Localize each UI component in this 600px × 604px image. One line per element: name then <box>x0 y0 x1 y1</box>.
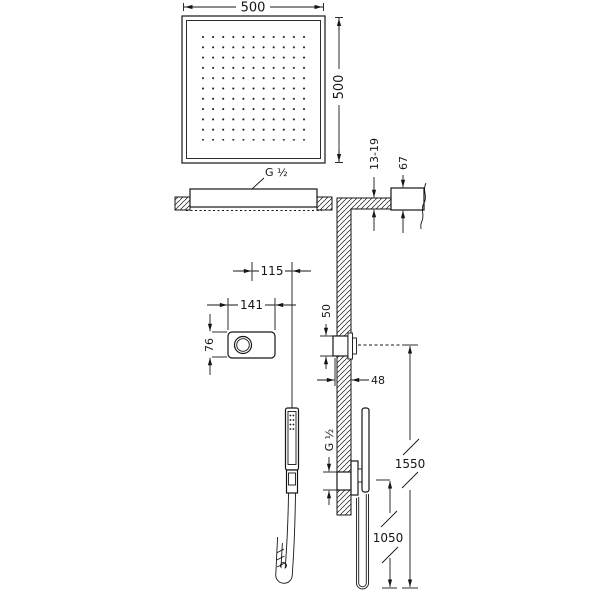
mixer-box-height-label: 50 <box>320 304 333 318</box>
mixer-knob-inner <box>236 338 250 352</box>
mixer-height-label: 1550 <box>395 457 426 471</box>
mixer-front-view <box>227 331 276 359</box>
hand-shower-offset-label: 115 <box>261 264 284 278</box>
mixer-knob-outer <box>233 335 253 355</box>
hand-shower-side-hose-inner <box>358 494 367 588</box>
hand-shower-side-hose <box>356 494 369 590</box>
hand-shower-hose <box>275 492 296 584</box>
head-width-label: 500 <box>241 1 266 16</box>
hand-shower-side-profile <box>361 407 370 493</box>
mixer-concealed-box <box>332 335 349 357</box>
outlet-height-dimension: 1050 <box>373 479 404 589</box>
outlet-fitting <box>336 471 352 491</box>
head-height-label: 500 <box>332 75 347 100</box>
head-height-dimension: 500 <box>332 17 347 163</box>
head-nozzle-grid <box>200 34 306 141</box>
hand-shower-face <box>287 411 297 465</box>
plate-height-label: 76 <box>203 338 216 352</box>
plate-width-label: 141 <box>240 298 263 312</box>
hand-shower-front-view <box>275 407 300 584</box>
plate-width-dimension: 141 <box>207 298 296 330</box>
hand-shower-side-view <box>336 407 370 590</box>
wall-thickness-label: 13-19 <box>368 138 381 170</box>
mixer-trim-plate <box>347 332 353 360</box>
head-bracket-left <box>174 196 191 211</box>
head-slab <box>189 188 318 208</box>
mixer-box-height-dimension: 50 <box>320 304 333 369</box>
wall-thickness-dimension: 13-19 <box>368 138 381 231</box>
head-width-dimension: 500 <box>183 1 324 16</box>
mixer-height-dimension: 1550 <box>395 344 426 589</box>
hand-shower-handle <box>285 469 299 494</box>
arm-concealed-box <box>390 182 427 230</box>
hose-coil-ticks <box>276 548 286 568</box>
arm-box-depth-dimension: 67 <box>397 156 410 233</box>
arm-box-depth-label: 67 <box>397 156 410 170</box>
outlet-connection-dimension: G ½ <box>323 429 337 505</box>
head-connection-label: G ½ <box>265 166 288 179</box>
mixer-projection-label: 48 <box>371 374 385 387</box>
outlet-escutcheon <box>350 460 359 496</box>
hand-shower-handle-inset <box>288 472 296 486</box>
hand-shower-offset-dimension: 115 <box>233 262 311 408</box>
head-connection-callout: G ½ <box>251 166 288 190</box>
head-bracket-right <box>316 196 333 211</box>
hand-shower-nozzles <box>289 414 295 430</box>
mixer-projection-dimension: 48 <box>317 358 385 387</box>
mixer-side-view <box>332 332 401 360</box>
outlet-height-label: 1050 <box>373 531 404 545</box>
break-line <box>420 182 427 230</box>
shower-head-front-view <box>181 15 326 164</box>
mixer-knob-profile <box>352 337 357 355</box>
shower-head-side-view <box>174 188 333 211</box>
hand-shower-hose-inner <box>280 492 289 569</box>
outlet-connection-label: G ½ <box>323 429 336 452</box>
plate-height-dimension: 76 <box>203 314 227 375</box>
hand-shower-body <box>284 407 300 471</box>
